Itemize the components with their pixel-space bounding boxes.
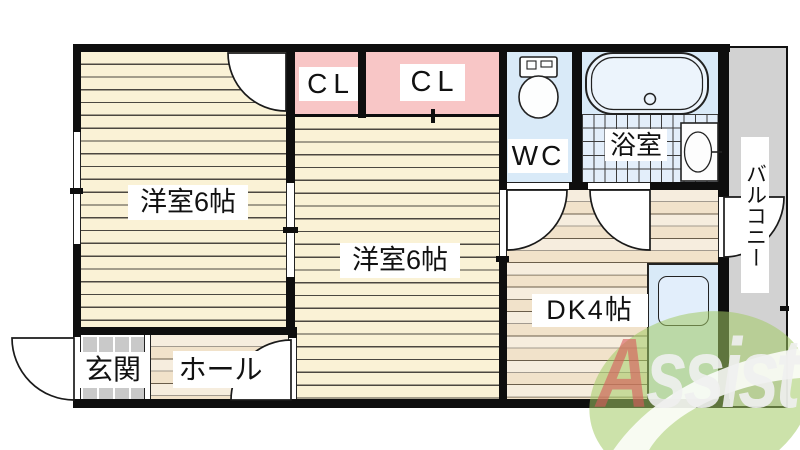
closet-door-tick bbox=[431, 109, 435, 123]
wall-top bbox=[73, 44, 730, 52]
room-label-closet-left: CL bbox=[299, 67, 358, 101]
wall-wc-bath-divider bbox=[572, 44, 582, 190]
wall-bottom bbox=[73, 399, 730, 408]
room-label-bath: 浴室 bbox=[605, 129, 667, 161]
wall-closet-bottom-line bbox=[294, 114, 500, 117]
room-label-dk: DK4帖 bbox=[532, 294, 648, 327]
room-label-wc: WC bbox=[508, 139, 568, 173]
wc-door-swing bbox=[506, 189, 568, 251]
corridor-opening-tick bbox=[496, 256, 509, 262]
entrance-door-swing bbox=[11, 337, 75, 401]
bedroom-left-door-swing bbox=[227, 52, 287, 112]
room-label-closet-right: CL bbox=[400, 64, 465, 101]
room-bedroom-center-floor bbox=[295, 117, 499, 399]
sliding-door-tick bbox=[283, 227, 298, 233]
balcony-partition-tick bbox=[780, 306, 789, 311]
room-label-hall: ホール bbox=[173, 351, 268, 388]
bath-sink-icon bbox=[680, 122, 722, 182]
bathtub-icon bbox=[585, 52, 709, 115]
room-label-entrance: 玄関 bbox=[80, 352, 146, 388]
wall-closet-divider bbox=[358, 44, 366, 118]
room-label-balcony: バルコニー bbox=[741, 137, 769, 293]
room-label-bedroom-center: 洋室6帖 bbox=[340, 243, 460, 278]
bath-door-swing bbox=[589, 189, 651, 251]
window-mullion-tick bbox=[70, 188, 83, 194]
wall-bedroom-left-bottom bbox=[73, 327, 297, 335]
room-label-bedroom-left: 洋室6帖 bbox=[128, 185, 248, 220]
toilet-icon bbox=[518, 56, 559, 119]
